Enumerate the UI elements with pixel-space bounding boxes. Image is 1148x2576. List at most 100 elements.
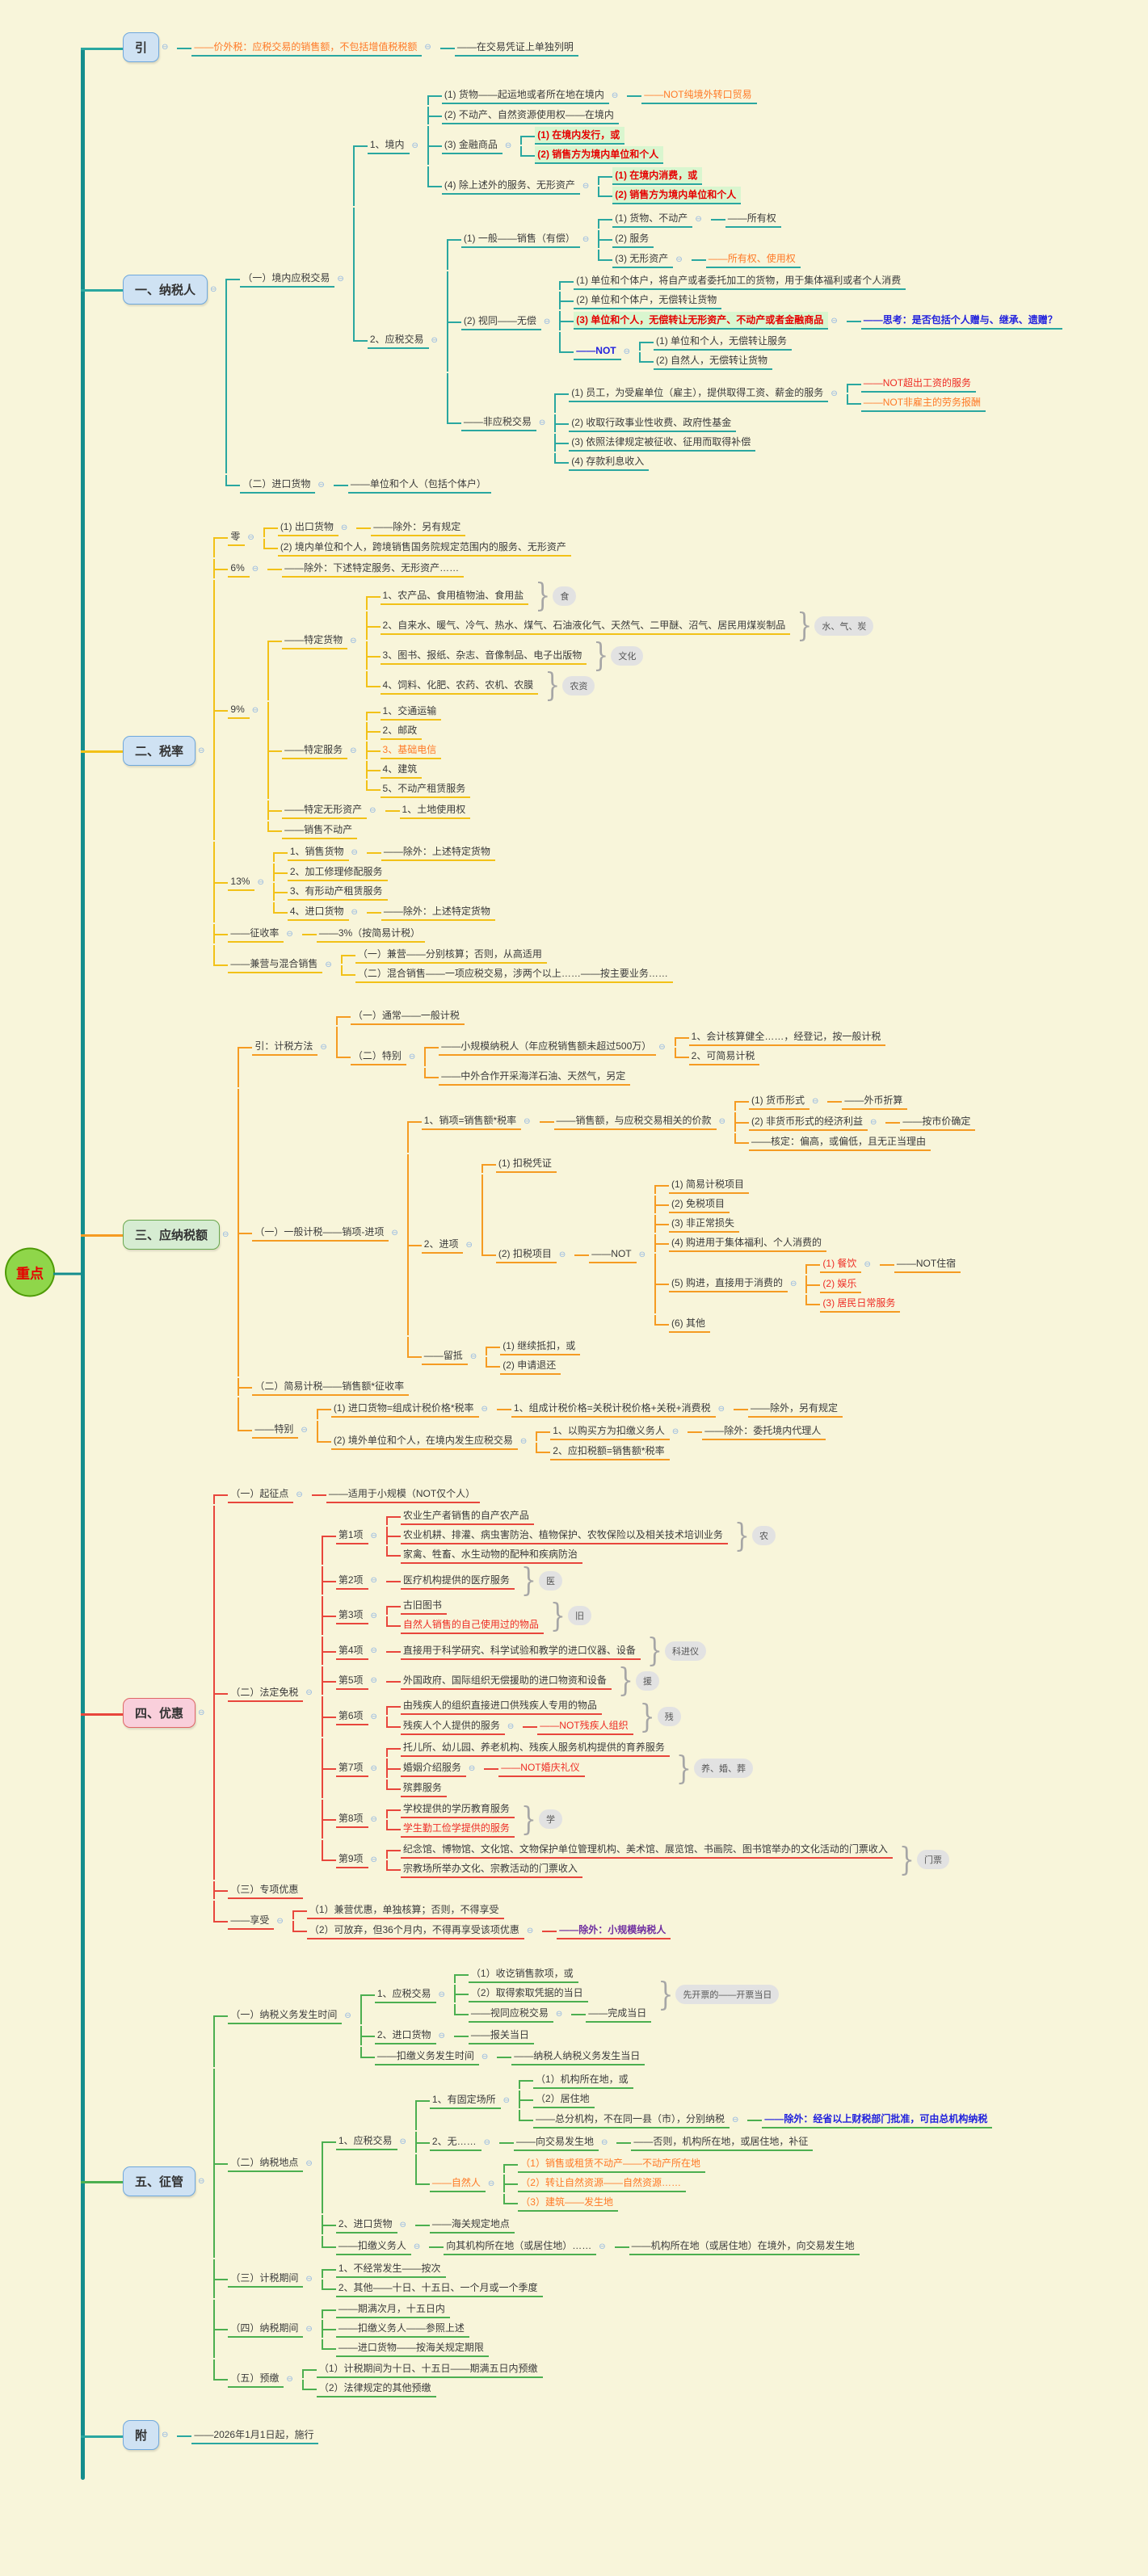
collapse-icon[interactable]: ⊖ [526, 1926, 534, 1935]
collapse-icon[interactable]: ⊖ [320, 1042, 327, 1052]
node-label: （五）预缴 [228, 2370, 284, 2388]
collapse-icon[interactable]: ⊖ [350, 746, 357, 755]
collapse-icon[interactable]: ⊖ [340, 523, 348, 532]
collapse-icon[interactable]: ⊖ [503, 2095, 510, 2105]
collapse-icon[interactable]: ⊖ [555, 2009, 563, 2019]
collapse-icon[interactable]: ⊖ [695, 214, 702, 224]
section-title-appendix[interactable]: 附 [123, 2420, 160, 2450]
section-title-preference[interactable]: 四、优惠 [123, 1698, 196, 1728]
collapse-icon[interactable]: ⊖ [790, 1279, 797, 1288]
collapse-icon[interactable]: ⊖ [543, 317, 551, 326]
collapse-icon[interactable]: ⊖ [481, 2052, 489, 2061]
collapse-icon[interactable]: ⊖ [524, 1116, 531, 1126]
collapse-icon[interactable]: ⊖ [344, 2011, 351, 2020]
collapse-icon[interactable]: ⊖ [718, 1116, 725, 1126]
collapse-icon[interactable]: ⊖ [831, 316, 838, 326]
collapse-icon[interactable]: ⊖ [468, 1763, 476, 1773]
branch-node: (1) 一般——销售（有偿）⊖(1) 货物、不动产⊖——所有权(2) 服务(3)… [446, 208, 1062, 270]
collapse-icon[interactable]: ⊖ [257, 877, 264, 887]
collapse-icon[interactable]: ⊖ [469, 1351, 477, 1361]
collapse-icon[interactable]: ⊖ [305, 2274, 313, 2284]
collapse-icon[interactable]: ⊖ [351, 907, 358, 917]
collapse-icon[interactable]: ⊖ [370, 1712, 377, 1721]
collapse-icon[interactable]: ⊖ [251, 564, 259, 574]
collapse-icon[interactable]: ⊖ [399, 2220, 406, 2229]
collapse-icon[interactable]: ⊖ [198, 2176, 205, 2186]
collapse-icon[interactable]: ⊖ [317, 480, 325, 490]
collapse-icon[interactable]: ⊖ [247, 532, 254, 542]
collapse-icon[interactable]: ⊖ [623, 347, 631, 356]
collapse-icon[interactable]: ⊖ [305, 1688, 313, 1697]
collapse-icon[interactable]: ⊖ [305, 2324, 313, 2334]
collapse-icon[interactable]: ⊖ [350, 636, 357, 645]
collapse-icon[interactable]: ⊖ [305, 2158, 313, 2168]
collapse-icon[interactable]: ⊖ [370, 1763, 377, 1773]
collapse-icon[interactable]: ⊖ [864, 1259, 871, 1269]
collapse-icon[interactable]: ⊖ [370, 1676, 377, 1685]
collapse-icon[interactable]: ⊖ [391, 1228, 398, 1238]
collapse-icon[interactable]: ⊖ [600, 2137, 608, 2147]
collapse-icon[interactable]: ⊖ [811, 1096, 819, 1106]
collapse-icon[interactable]: ⊖ [210, 284, 217, 294]
collapse-icon[interactable]: ⊖ [431, 335, 438, 345]
collapse-icon[interactable]: ⊖ [599, 2242, 606, 2251]
collapse-icon[interactable]: ⊖ [325, 960, 332, 969]
collapse-icon[interactable]: ⊖ [370, 1646, 377, 1655]
collapse-icon[interactable]: ⊖ [370, 1855, 377, 1864]
collapse-icon[interactable]: ⊖ [370, 1814, 377, 1824]
collapse-icon[interactable]: ⊖ [222, 1229, 229, 1239]
collapse-icon[interactable]: ⊖ [658, 1042, 666, 1052]
collapse-icon[interactable]: ⊖ [408, 1052, 416, 1061]
section-title-tax-amount[interactable]: 三、应纳税额 [123, 1219, 221, 1250]
collapse-icon[interactable]: ⊖ [487, 2179, 495, 2188]
collapse-icon[interactable]: ⊖ [504, 141, 512, 150]
section-title-taxpayer[interactable]: 一、纳税人 [123, 274, 208, 305]
collapse-icon[interactable]: ⊖ [286, 2374, 293, 2384]
section-title-administration[interactable]: 五、征管 [123, 2166, 196, 2196]
collapse-icon[interactable]: ⊖ [638, 1250, 646, 1259]
collapse-icon[interactable]: ⊖ [370, 1576, 377, 1585]
collapse-icon[interactable]: ⊖ [717, 1404, 725, 1414]
branch-node: ——海关规定地点 [414, 2216, 515, 2234]
collapse-icon[interactable]: ⊖ [507, 1721, 515, 1731]
collapse-icon[interactable]: ⊖ [611, 90, 619, 100]
collapse-icon[interactable]: ⊖ [558, 1250, 566, 1259]
branch-node: ——按市价确定 [885, 1113, 976, 1131]
collapse-icon[interactable]: ⊖ [424, 43, 431, 52]
root-node[interactable]: 重点 [5, 1247, 81, 1297]
collapse-icon[interactable]: ⊖ [399, 2137, 406, 2146]
collapse-icon[interactable]: ⊖ [251, 705, 259, 715]
collapse-icon[interactable]: ⊖ [276, 1916, 284, 1926]
collapse-icon[interactable]: ⊖ [351, 847, 358, 857]
collapse-icon[interactable]: ⊖ [198, 1708, 205, 1717]
collapse-icon[interactable]: ⊖ [675, 254, 683, 264]
collapse-icon[interactable]: ⊖ [337, 274, 344, 284]
collapse-icon[interactable]: ⊖ [438, 1990, 445, 1999]
collapse-icon[interactable]: ⊖ [413, 2242, 421, 2251]
collapse-icon[interactable]: ⊖ [582, 234, 590, 244]
collapse-icon[interactable]: ⊖ [162, 43, 169, 52]
collapse-icon[interactable]: ⊖ [370, 1611, 377, 1620]
collapse-icon[interactable]: ⊖ [869, 1117, 877, 1127]
collapse-icon[interactable]: ⊖ [296, 1490, 303, 1499]
collapse-icon[interactable]: ⊖ [671, 1427, 679, 1436]
collapse-icon[interactable]: ⊖ [831, 389, 838, 398]
collapse-icon[interactable]: ⊖ [538, 418, 546, 427]
collapse-icon[interactable]: ⊖ [370, 1531, 377, 1540]
collapse-icon[interactable]: ⊖ [438, 2031, 445, 2040]
collapse-icon[interactable]: ⊖ [286, 929, 293, 939]
collapse-icon[interactable]: ⊖ [731, 2115, 739, 2124]
section-title-intro[interactable]: 引 [123, 32, 160, 62]
collapse-icon[interactable]: ⊖ [519, 1436, 528, 1446]
collapse-icon[interactable]: ⊖ [369, 805, 376, 815]
collapse-icon[interactable]: ⊖ [483, 2137, 490, 2147]
branch-node: 第2项⊖医疗机构提供的医疗服务}医 [321, 1561, 949, 1599]
collapse-icon[interactable]: ⊖ [582, 181, 590, 191]
collapse-icon[interactable]: ⊖ [411, 141, 418, 150]
collapse-icon[interactable]: ⊖ [465, 1240, 473, 1250]
collapse-icon[interactable]: ⊖ [162, 2431, 169, 2439]
section-title-rates[interactable]: 二、税率 [123, 735, 196, 766]
collapse-icon[interactable]: ⊖ [198, 746, 205, 755]
collapse-icon[interactable]: ⊖ [481, 1404, 488, 1414]
collapse-icon[interactable]: ⊖ [301, 1425, 308, 1435]
